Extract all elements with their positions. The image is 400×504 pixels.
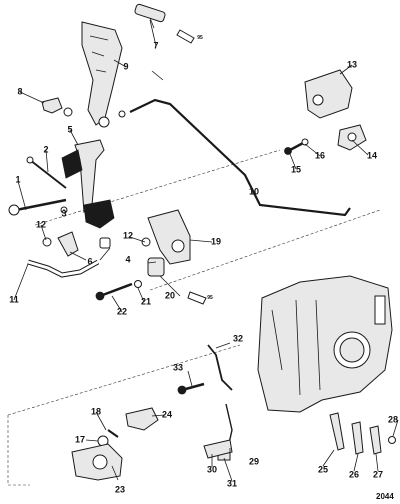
- part-8-clip: [41, 97, 73, 117]
- upper-group-boundary: [7, 149, 381, 486]
- part-9-shift-lever: [81, 21, 126, 128]
- part-26-clip: [351, 421, 364, 455]
- part-2-bolt: [26, 156, 67, 189]
- sealant-tag-95-mid: 95: [207, 295, 213, 301]
- callout-29: 29: [248, 456, 260, 467]
- part-22-screw: [95, 282, 133, 301]
- callout-33: 33: [172, 362, 184, 373]
- callout-21: 21: [140, 296, 152, 307]
- part-10-shift-rod: [129, 98, 351, 217]
- callout-6: 6: [87, 256, 93, 267]
- part-23-cam: [71, 443, 123, 481]
- callout-26: 26: [348, 469, 360, 480]
- part-21-washer: [134, 280, 142, 288]
- part-18-pin: [107, 429, 119, 438]
- part-12-nut-upper: [42, 237, 52, 247]
- callout-5: 5: [67, 124, 73, 135]
- callout-9: 9: [123, 61, 129, 72]
- callout-20: 20: [164, 290, 176, 301]
- callout-8: 8: [17, 86, 23, 97]
- part-13-bracket: [304, 69, 353, 119]
- callout-1: 1: [15, 174, 21, 185]
- callout-31: 31: [226, 478, 238, 489]
- callout-4: 4: [125, 254, 131, 265]
- callout-13: 13: [346, 59, 358, 70]
- callout-17: 17: [74, 434, 86, 445]
- callout-22: 22: [116, 306, 128, 317]
- callout-7: 7: [153, 40, 159, 51]
- callout-28: 28: [387, 414, 399, 425]
- callout-32: 32: [232, 333, 244, 344]
- part-20-bushing: [147, 257, 207, 305]
- callout-16: 16: [314, 150, 326, 161]
- part-15-screw: [284, 138, 309, 155]
- part-32-link: [207, 344, 233, 391]
- callout-30: 30: [206, 464, 218, 475]
- leader-lines: [13, 19, 399, 482]
- part-14-plate: [337, 124, 367, 151]
- part-31-arm: [203, 439, 233, 459]
- part-25-clip: [329, 412, 345, 451]
- part-24-lever: [125, 407, 159, 431]
- callout-27: 27: [372, 469, 384, 480]
- part-5-arm: [61, 139, 105, 214]
- part-33-screw: [177, 382, 205, 395]
- sealant-tag-95-top: 95: [197, 35, 203, 41]
- part-28-screw: [388, 436, 396, 444]
- callout-12-left: 12: [35, 219, 47, 230]
- callout-3: 3: [61, 208, 67, 219]
- part-1-bolt: [8, 198, 67, 216]
- part-6-link: [57, 231, 79, 257]
- part-3-block: [60, 199, 115, 229]
- callout-23: 23: [114, 484, 126, 495]
- callout-19: 19: [210, 236, 222, 247]
- callout-14: 14: [366, 150, 378, 161]
- part-7-pin: [134, 3, 195, 44]
- callout-18: 18: [90, 406, 102, 417]
- callout-25: 25: [317, 464, 329, 475]
- figure-id: 2044: [376, 492, 394, 501]
- callout-15: 15: [290, 164, 302, 175]
- callout-12-right: 12: [122, 230, 134, 241]
- part-4-bushing: [99, 237, 111, 249]
- callout-11: 11: [9, 294, 19, 305]
- callout-10: 10: [248, 186, 260, 197]
- part-12-nut-right: [141, 237, 151, 247]
- part-19-segment: [147, 209, 191, 265]
- part-27-clip: [369, 425, 382, 455]
- callout-24: 24: [161, 409, 173, 420]
- callout-2: 2: [43, 144, 49, 155]
- throttle-housing: [257, 275, 393, 413]
